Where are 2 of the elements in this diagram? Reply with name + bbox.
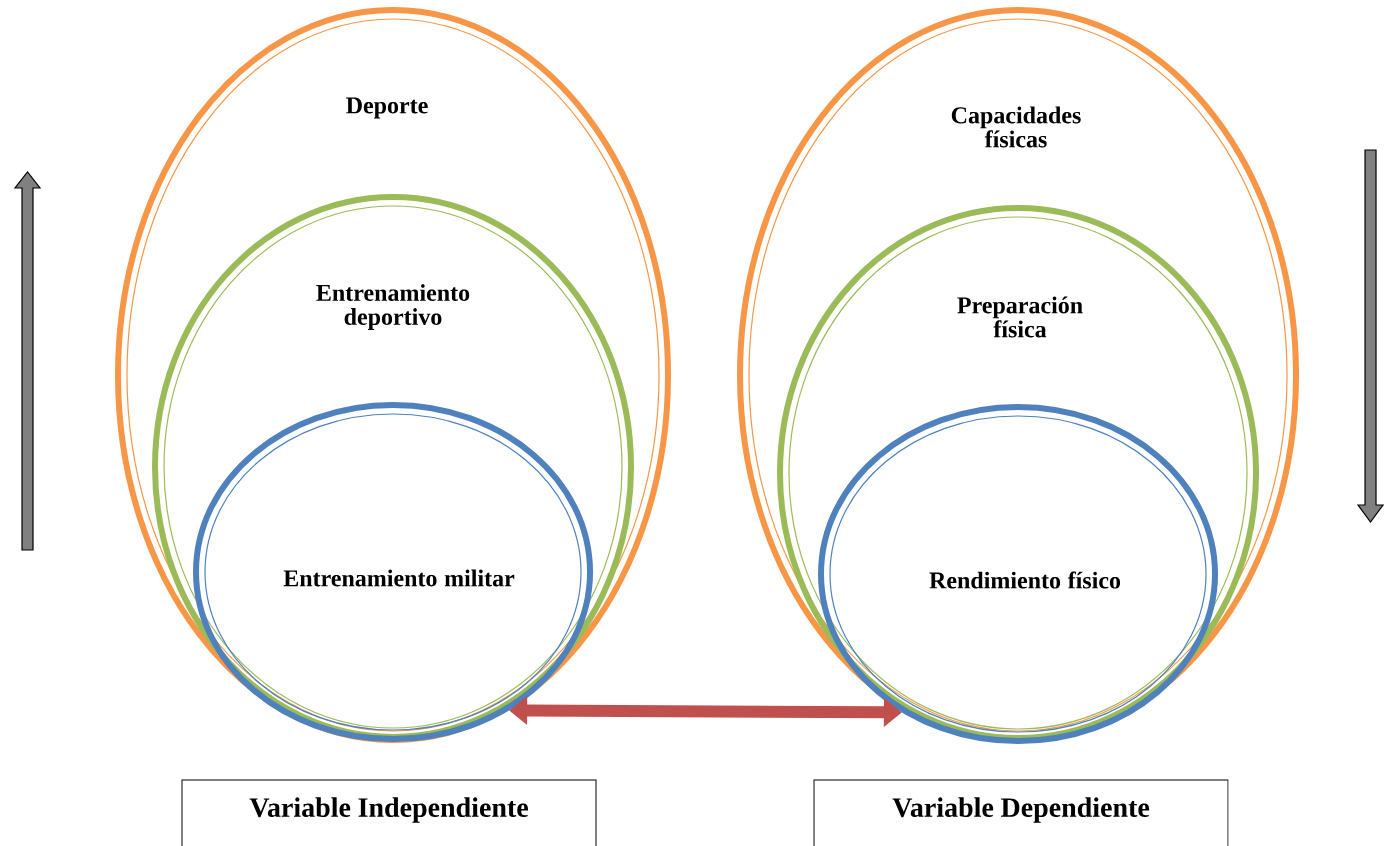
variable-box: Variable Dependiente xyxy=(813,779,1229,846)
variable-box: Variable Independiente xyxy=(181,779,597,846)
